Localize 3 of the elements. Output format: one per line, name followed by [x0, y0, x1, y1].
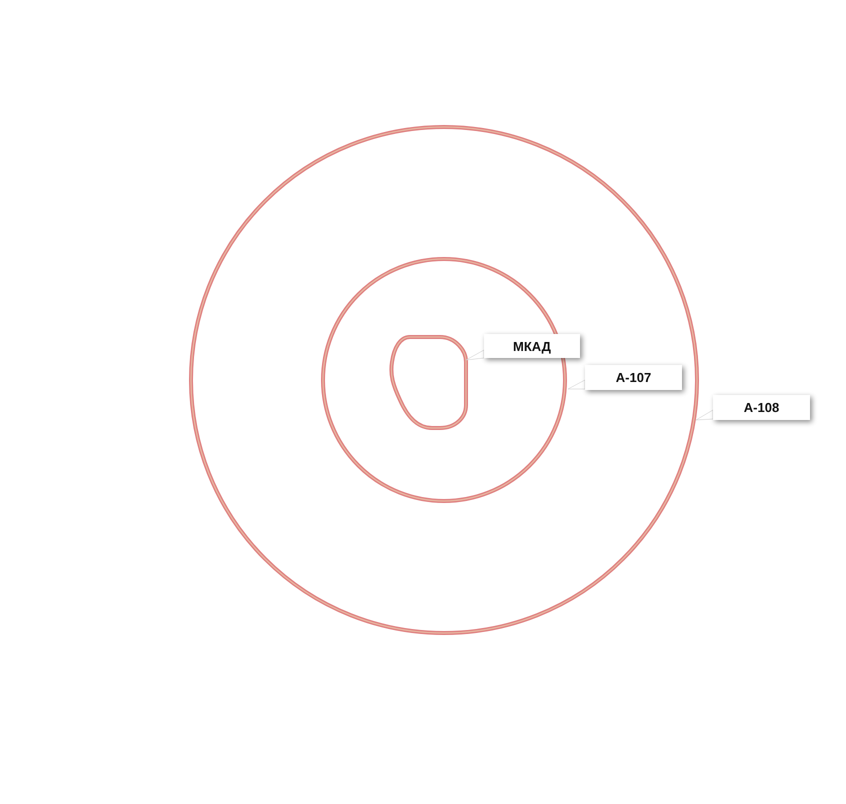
road-name-callout: А-107 [585, 365, 682, 390]
road-name-callout: МКАД [484, 334, 580, 358]
road-name-callout: А-108 [713, 395, 810, 420]
